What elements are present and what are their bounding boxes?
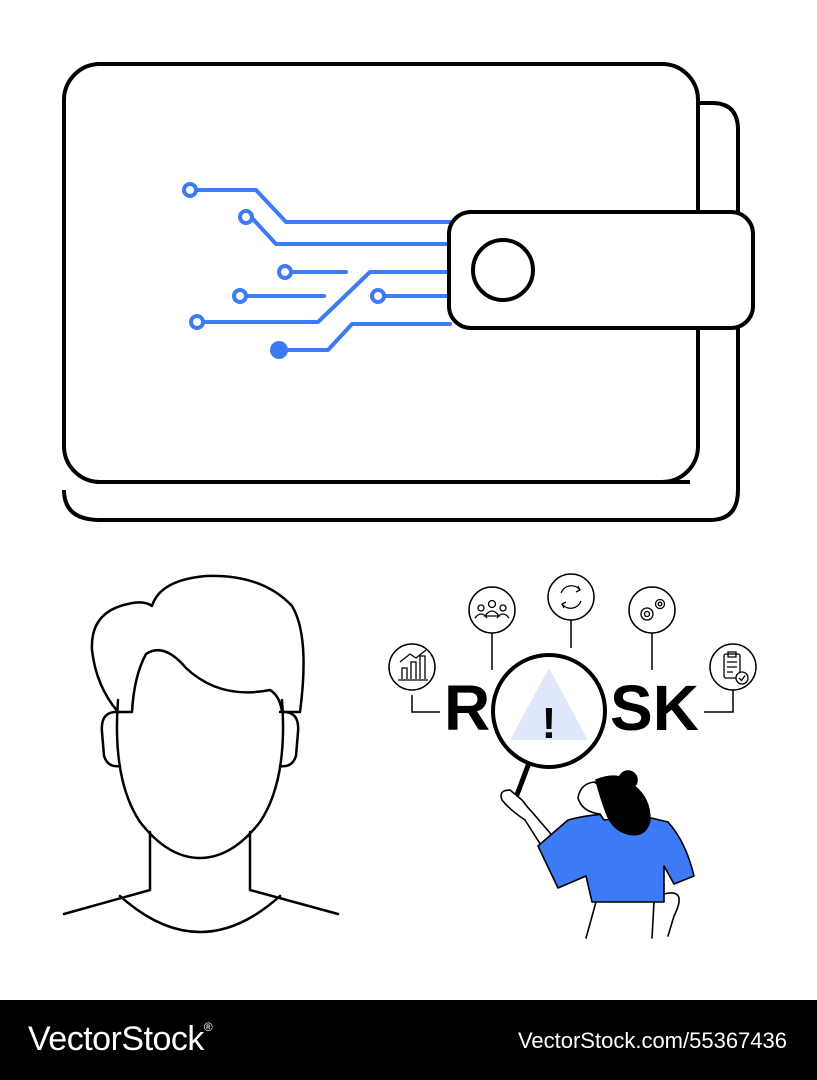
people-icon	[468, 586, 516, 634]
woman-legs	[585, 892, 680, 939]
risk-word-left: R	[444, 672, 490, 744]
watermark-footer: VectorStock® VectorStock.com/55367436	[0, 1000, 817, 1080]
face-outline	[115, 698, 285, 860]
stock-image-id: VectorStock.com/55367436	[517, 1028, 787, 1053]
shoulders-outline	[62, 830, 340, 916]
vectorstock-logo: VectorStock®	[28, 1020, 213, 1059]
hair-outline	[90, 574, 305, 714]
risk-word-right: SK	[610, 672, 699, 744]
registered-mark: ®	[203, 1020, 213, 1034]
woman-figure	[500, 770, 695, 939]
bar-chart-icon	[388, 643, 436, 691]
wallet-clasp	[447, 210, 755, 330]
brand-name: VectorStock	[28, 1020, 204, 1058]
woman-shirt	[537, 812, 695, 903]
neckline	[118, 894, 282, 934]
wallet-back-panel	[62, 101, 740, 522]
magnifying-glass-icon: !	[491, 653, 607, 803]
refresh-icon	[547, 573, 595, 621]
warning-triangle-icon	[510, 668, 588, 740]
clasp-button	[471, 238, 535, 302]
faceless-person	[62, 574, 340, 934]
warning-exclamation: !	[542, 699, 557, 748]
circuit-icon	[182, 182, 452, 359]
illustration: R SK !	[62, 62, 757, 939]
risk-analysis: R SK !	[388, 573, 757, 939]
left-ear	[100, 710, 122, 768]
woman-arm	[500, 789, 557, 851]
